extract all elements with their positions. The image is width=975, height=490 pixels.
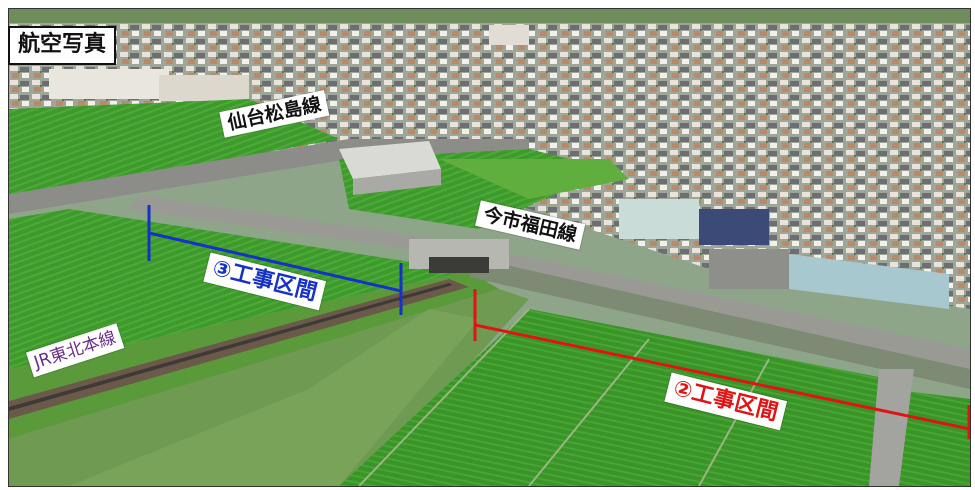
aerial-photo bbox=[8, 8, 971, 487]
aerial-photo-scene bbox=[9, 9, 970, 486]
photo-title: 航空写真 bbox=[8, 26, 117, 65]
